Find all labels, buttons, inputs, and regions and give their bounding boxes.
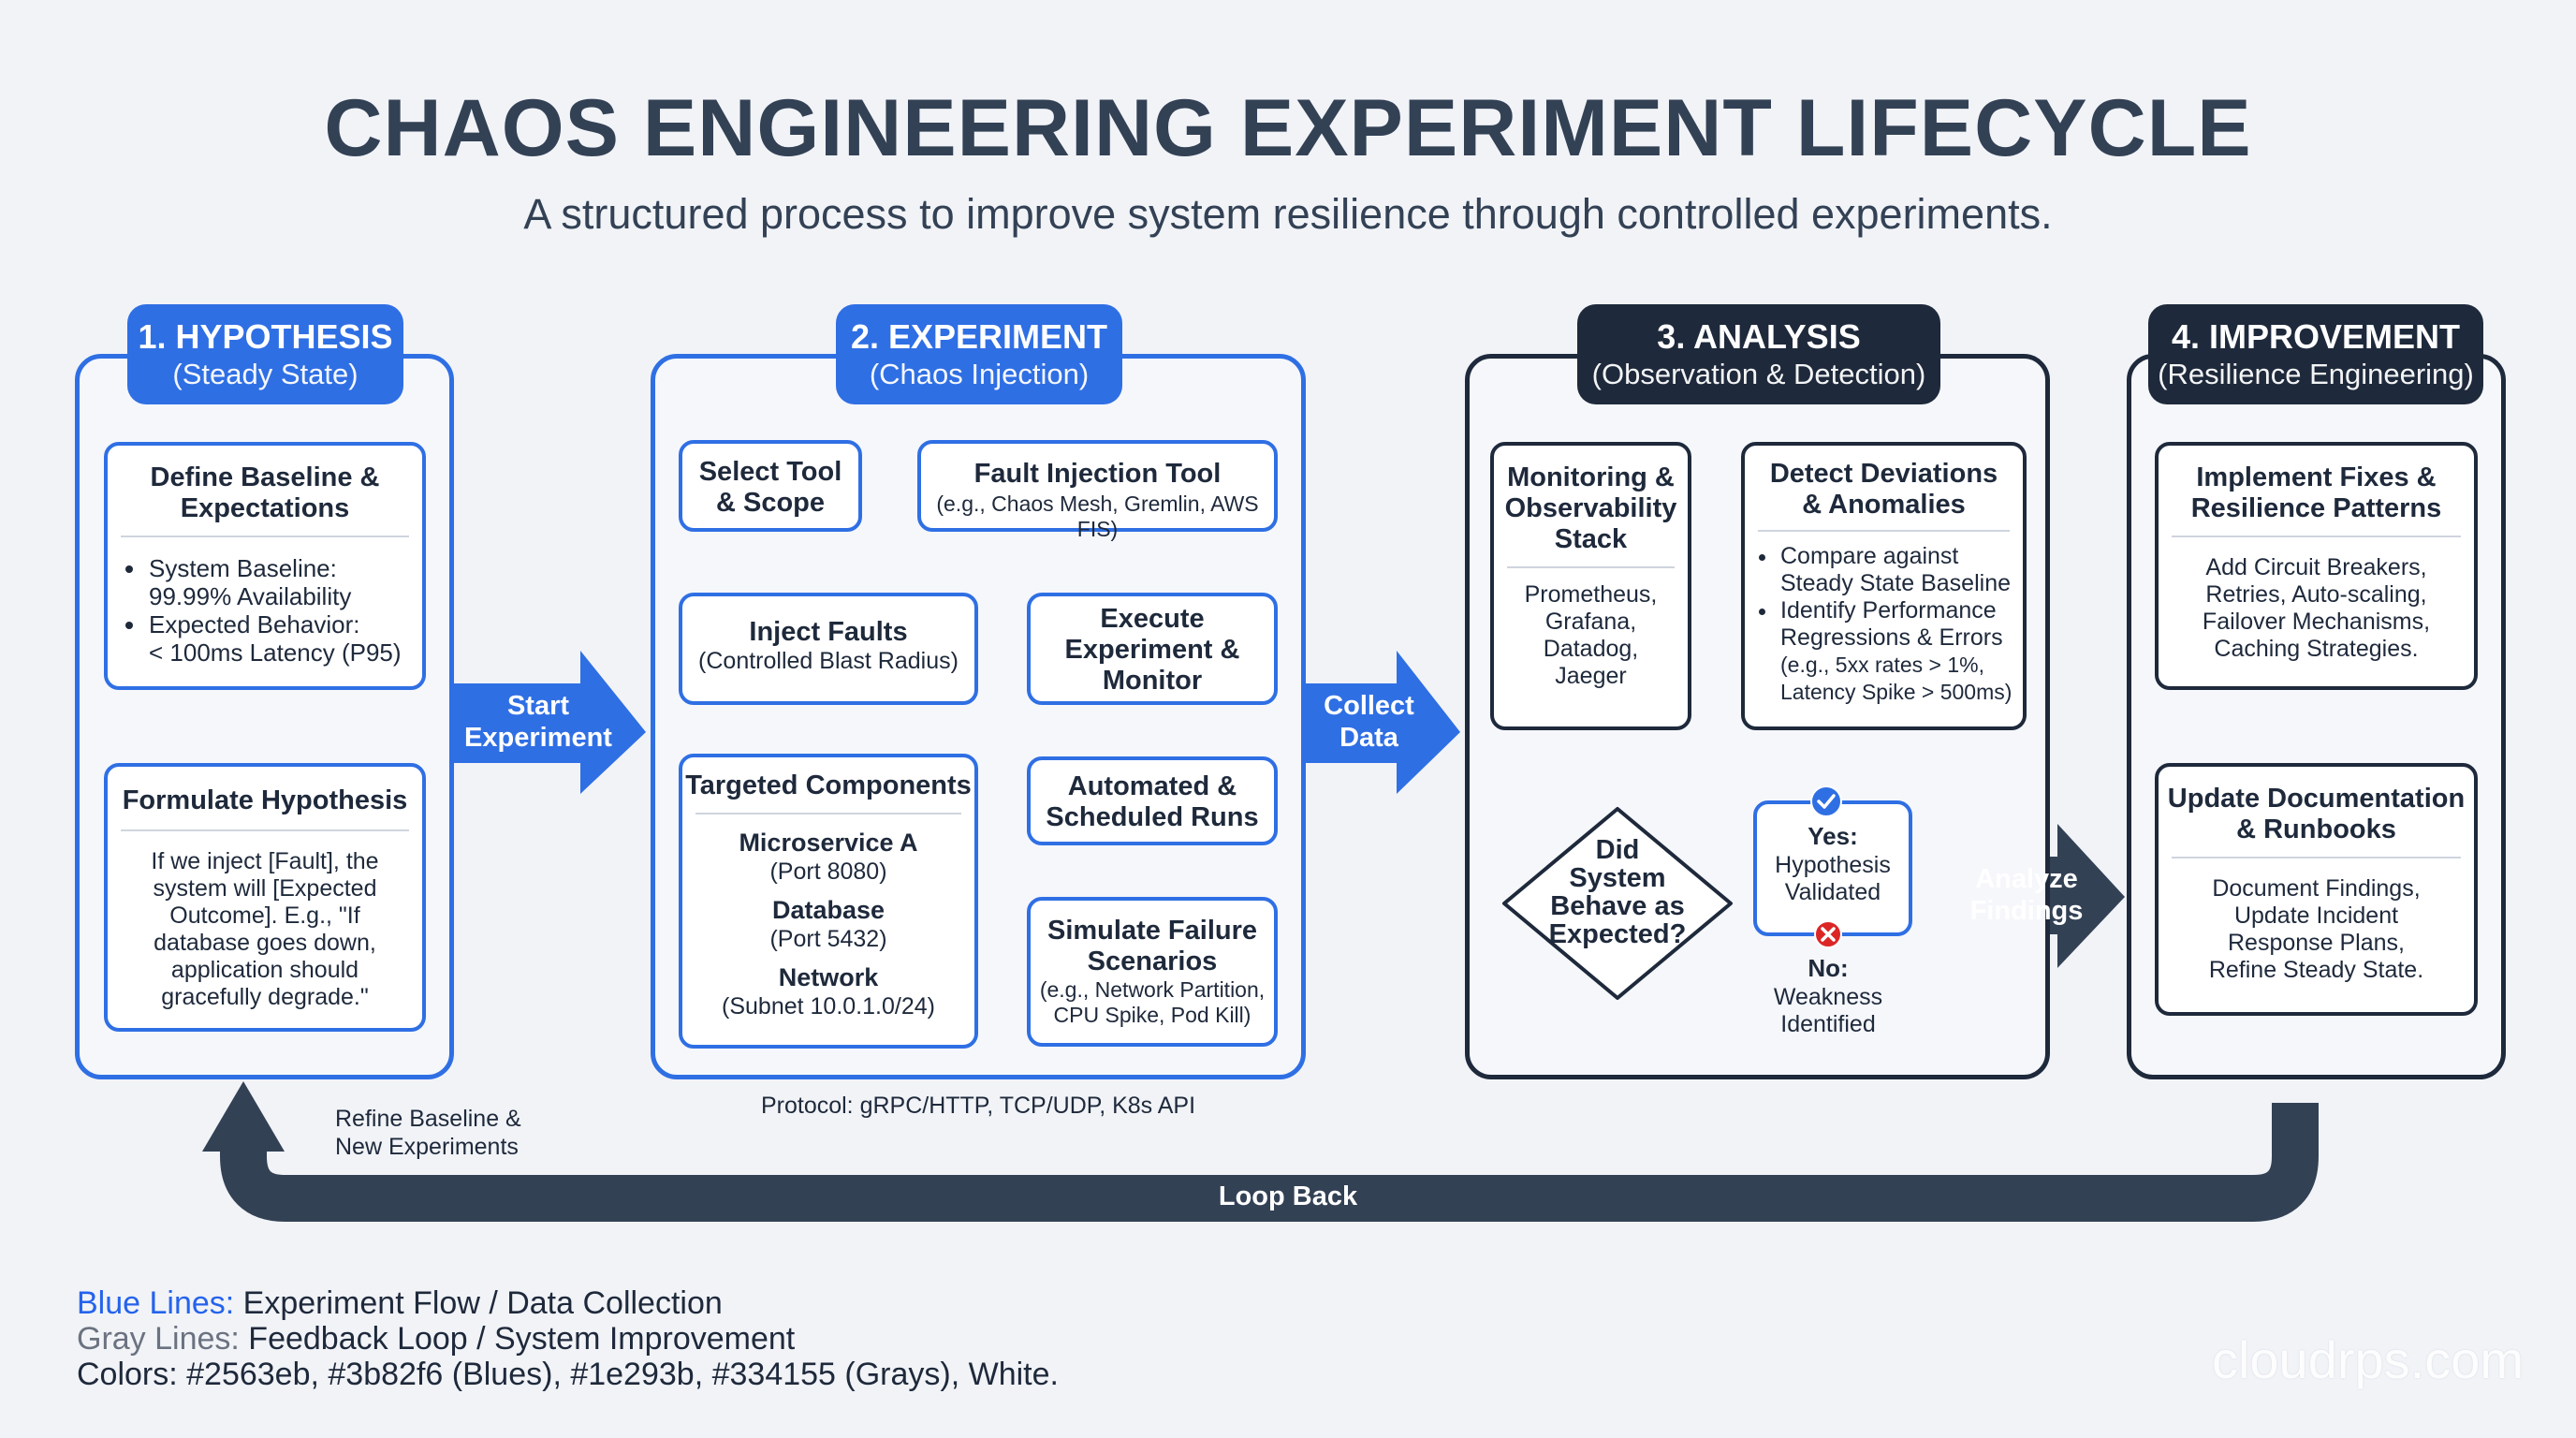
decision-text: Did System Behave as Expected? [1548,835,1687,949]
update-documentation-box: Update Documentation & Runbooks Document… [2155,763,2478,1016]
analysis-header: 3. ANALYSIS (Observation & Detection) [1577,304,1940,404]
legend-colors: Colors: #2563eb, #3b82f6 (Blues), #1e293… [77,1357,1059,1392]
legend-blue-lines: Blue Lines: Experiment Flow / Data Colle… [77,1285,723,1321]
formulate-hypothesis-body: If we inject [Fault], the system will [E… [151,848,379,1010]
implement-fixes-box: Implement Fixes & Resilience Patterns Ad… [2155,442,2478,690]
x-circle-icon [1814,920,1842,948]
refine-baseline-label: Refine Baseline &New Experiments [335,1106,521,1160]
component-database: Database [771,896,886,924]
analysis-title: 3. ANALYSIS [1657,317,1861,356]
experiment-subtitle: (Chaos Injection) [869,358,1090,390]
hypothesis-title: 1. HYPOTHESIS [138,317,393,356]
formulate-hypothesis-title: Formulate Hypothesis [122,785,408,815]
start-experiment-arrow [451,651,646,794]
decision-diamond [1502,807,1733,1000]
page-subtitle: A structured process to improve system r… [523,190,2053,238]
yes-label: Yes: [1808,822,1858,850]
automated-runs-box: Automated & Scheduled Runs [1027,756,1278,845]
define-baseline-title-line1: Define Baseline & [150,462,380,492]
monitoring-stack-box: Monitoring & Observability Stack Prometh… [1490,442,1691,730]
yes-validated-box: Yes: Hypothesis Validated [1753,800,1912,936]
inject-faults-sub: (Controlled Blast Radius) [698,648,959,674]
experiment-title: 2. EXPERIMENT [850,317,1108,356]
experiment-header: 2. EXPERIMENT (Chaos Injection) [836,304,1122,404]
page-title: CHAOS ENGINEERING EXPERIMENT LIFECYCLE [324,83,2252,173]
select-tool-box: Select Tool & Scope [679,440,862,532]
no-label: No: [1808,954,1849,982]
define-baseline-title-line2: Expectations [180,493,350,523]
fault-injection-tool-title: Fault Injection Tool [973,459,1222,489]
legend-gray-lines: Gray Lines: Feedback Loop / System Impro… [77,1321,796,1357]
hypothesis-header: 1. HYPOTHESIS (Steady State) [127,304,403,404]
hypothesis-subtitle: (Steady State) [172,358,359,390]
detect-deviations-box: Detect Deviations & Anomalies Compare ag… [1741,442,2027,730]
improvement-header: 4. IMPROVEMENT (Resilience Engineering) [2148,304,2483,404]
component-network: Network [778,963,879,991]
monitoring-tools-list: Prometheus, Grafana, Datadog, Jaeger [1524,581,1658,689]
analysis-subtitle: (Observation & Detection) [1591,358,1926,390]
targeted-components-title: Targeted Components [685,770,972,800]
collect-data-arrow [1305,651,1460,794]
fault-injection-tool-sub: (e.g., Chaos Mesh, Gremlin, AWS FIS) [936,492,1259,541]
baseline-bullet-1: System Baseline:99.99% Availability [147,554,422,610]
check-circle-icon [1810,785,1842,817]
simulate-failure-box: Simulate Failure Scenarios (e.g., Networ… [1027,897,1278,1047]
define-baseline-box: Define Baseline & Expectations System Ba… [104,442,426,690]
watermark: cloudrps.com [2211,1330,2524,1389]
inject-faults-title: Inject Faults [749,617,908,647]
baseline-bullet-2: Expected Behavior:< 100ms Latency (P95) [147,610,422,667]
fault-injection-tool-box: Fault Injection Tool (e.g., Chaos Mesh, … [917,440,1278,541]
improvement-title: 4. IMPROVEMENT [2171,317,2461,356]
targeted-components-box: Targeted Components Microservice A (Port… [679,754,978,1049]
component-microservice-a: Microservice A [739,829,918,857]
formulate-hypothesis-box: Formulate Hypothesis If we inject [Fault… [104,763,426,1032]
inject-faults-box: Inject Faults (Controlled Blast Radius) [679,593,978,705]
execute-experiment-box: Execute Experiment & Monitor [1027,593,1278,705]
loop-back-label: Loop Back [1218,1181,1358,1211]
improvement-subtitle: (Resilience Engineering) [2158,358,2474,390]
no-weakness-text: No: Weakness Identified [1744,953,1912,1038]
loop-back-arrow [220,1103,2319,1222]
protocol-note: Protocol: gRPC/HTTP, TCP/UDP, K8s API [760,1093,1196,1119]
